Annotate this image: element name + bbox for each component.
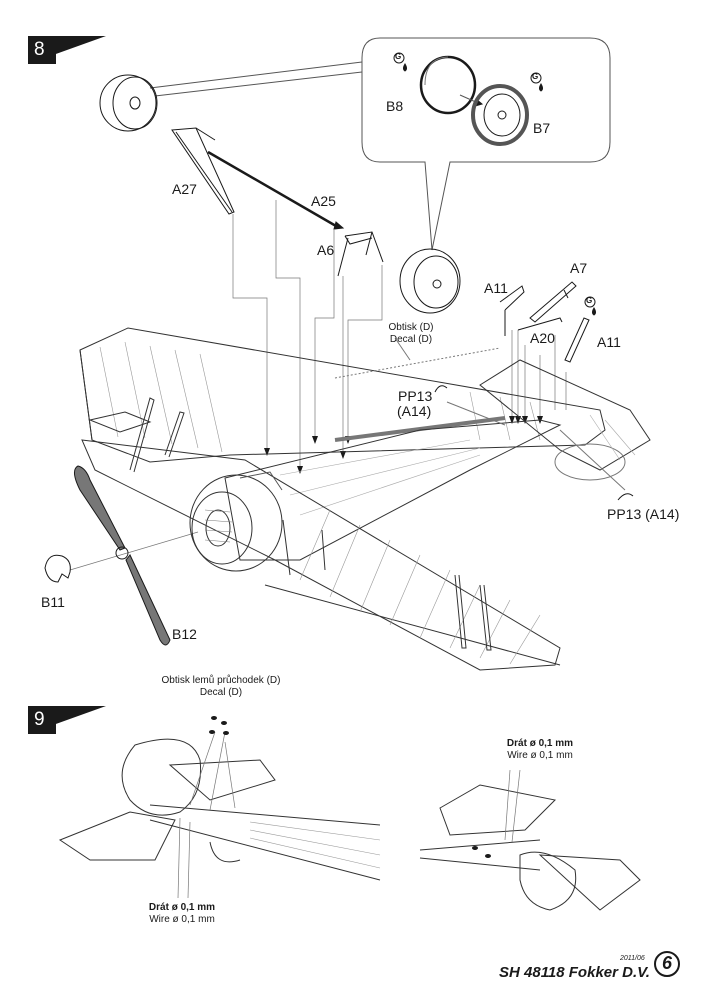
pp13-ring-top	[434, 385, 448, 393]
note-wire-left-cz: Drát ø 0,1 mm	[148, 902, 216, 913]
glue-marker-a7	[584, 296, 596, 316]
label-a25: A25	[311, 193, 336, 209]
footer-title: SH 48118 Fokker D.V.	[499, 964, 650, 981]
label-b12: B12	[172, 626, 197, 642]
wing-decal-strip	[334, 416, 506, 442]
step-9-number: 9	[34, 709, 45, 730]
note-wire-right-en: Wire ø 0,1 mm	[507, 750, 573, 761]
label-a6: A6	[317, 242, 335, 258]
wheel-detail-callout	[361, 37, 611, 251]
page-number-circle	[654, 951, 680, 977]
wheel-part-b8	[419, 55, 477, 115]
note-rings-decal-cz: Obtisk lemů průchodek (D)	[161, 675, 281, 686]
note-wing-decal: Obtisk (D) Decal (D)	[376, 322, 446, 346]
note-wire-right-cz: Drát ø 0,1 mm	[506, 738, 574, 749]
label-a11-right: A11	[597, 334, 621, 350]
label-pp13-top: PP13	[398, 388, 433, 404]
label-pp13-bottom: PP13 (A14)	[607, 506, 680, 522]
wheel-part-b7	[471, 84, 529, 146]
step-tab-shape	[28, 706, 106, 734]
label-a7: A7	[570, 260, 588, 276]
upper-wing	[79, 327, 606, 463]
note-wire-right: Drát ø 0,1 mm Wire ø 0,1 mm	[488, 738, 592, 762]
footer-date: 2011/06	[620, 955, 645, 962]
step-tab-shape	[28, 36, 106, 64]
strut-a6	[337, 231, 384, 277]
note-wing-decal-en: Decal (D)	[389, 334, 433, 345]
step9-right-view	[419, 769, 641, 911]
label-a11-left: A11	[484, 280, 508, 296]
strut-a27	[171, 127, 235, 215]
glue-marker-b8	[393, 52, 407, 72]
strut-a7	[529, 281, 577, 323]
step-8-tab: 8	[28, 36, 106, 64]
label-g-a7: G	[586, 296, 593, 305]
label-b7: B7	[533, 120, 551, 136]
label-b11: B11	[41, 594, 65, 610]
step9-left-view	[58, 716, 381, 899]
strut-a11-right	[564, 317, 590, 363]
label-pp13-top-alt: (A14)	[397, 403, 432, 419]
page-number-text: 6	[661, 953, 672, 973]
pp13-ring-bottom	[617, 493, 634, 501]
engine-cowling	[189, 471, 283, 572]
strut-a11-left	[499, 285, 525, 336]
fuselage	[224, 419, 562, 561]
interplane-struts	[129, 397, 492, 651]
step-9-tab: 9	[28, 706, 106, 734]
axle-a25	[207, 150, 345, 230]
spinner-b11	[44, 554, 71, 583]
note-rings-decal-en: Decal (D)	[199, 687, 243, 698]
label-a20: A20	[530, 330, 555, 346]
note-rings-decal: Obtisk lemů průchodek (D) Decal (D)	[155, 675, 287, 699]
label-g-b8: G	[395, 52, 402, 61]
label-a27: A27	[172, 181, 197, 197]
step-8-number: 8	[34, 39, 45, 60]
label-g-b7: G	[532, 72, 539, 81]
tailplane	[479, 359, 651, 481]
wheel-assembled	[99, 74, 158, 132]
label-b8: B8	[386, 98, 404, 114]
note-wire-left: Drát ø 0,1 mm Wire ø 0,1 mm	[130, 902, 234, 926]
note-wire-left-en: Wire ø 0,1 mm	[149, 914, 215, 925]
wheel-lower	[399, 248, 461, 314]
lower-wing	[81, 411, 561, 671]
strut-a20	[517, 317, 563, 331]
note-wing-decal-cz: Obtisk (D)	[388, 322, 434, 333]
page-number: 6	[653, 950, 681, 978]
glue-marker-b7	[530, 72, 543, 92]
propeller-b12	[74, 465, 171, 646]
